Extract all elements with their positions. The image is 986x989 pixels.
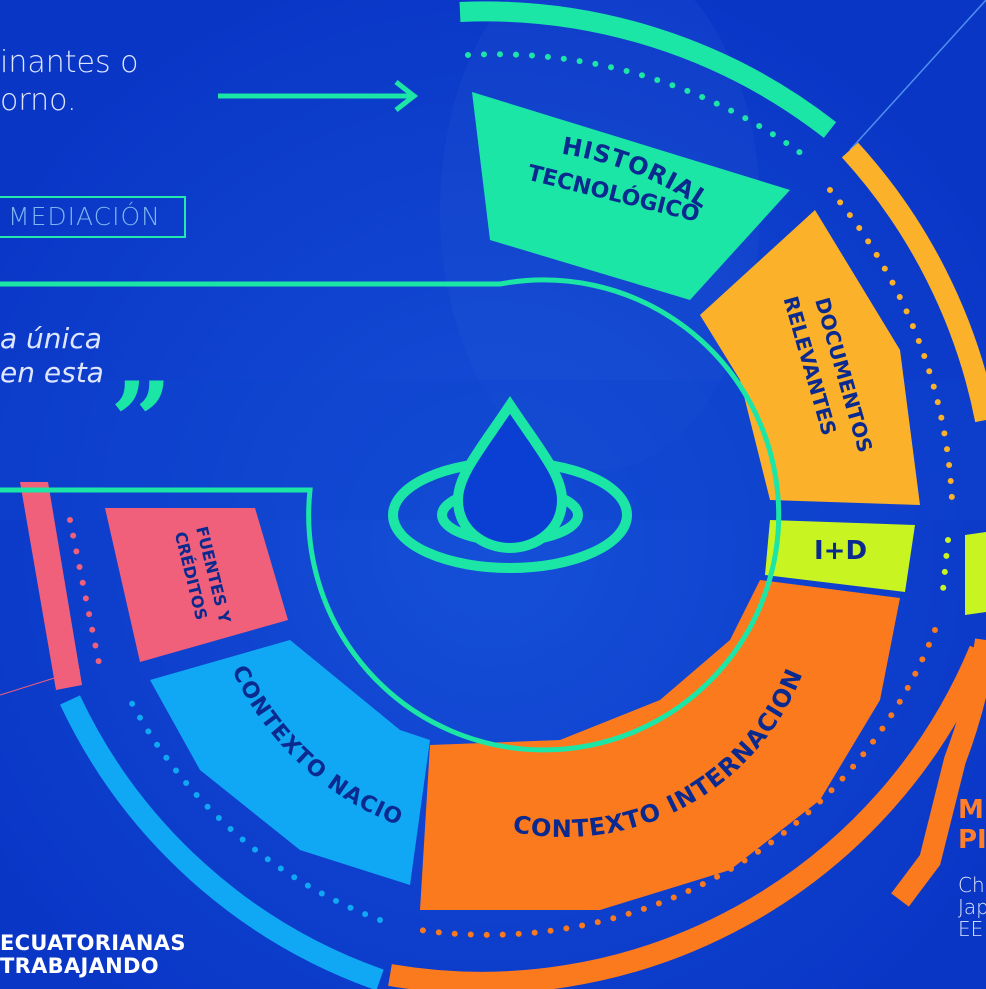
segment-fuentes[interactable]: [105, 508, 288, 662]
bottom-left-line-2: TRABAJANDO: [0, 954, 159, 978]
bottom-left-line-1: ECUATORIANAS: [0, 931, 186, 955]
close-quote-icon: ”: [110, 359, 172, 485]
segment-historial[interactable]: [472, 92, 790, 300]
dotted-ring-lime: [939, 537, 951, 603]
bottom-left-heading: ECUATORIANAS TRABAJANDO: [0, 932, 186, 978]
right-title-1: M: [958, 795, 984, 825]
label-id: I+D: [814, 536, 867, 566]
segment-documentos[interactable]: [700, 210, 920, 505]
water-drop-icon: [388, 395, 632, 573]
outer-arc-green: [459, 1, 837, 138]
mediacion-badge[interactable]: MEDIACIÓN: [0, 196, 186, 238]
quote-line-2: en esta: [0, 356, 104, 389]
segment-id[interactable]: [765, 520, 915, 592]
right-line-3: EE: [958, 917, 984, 941]
segment-internacional[interactable]: [420, 580, 900, 910]
quote-line-1: a única: [0, 322, 102, 355]
outer-arc-pink: [20, 482, 82, 690]
inner-frame: [0, 277, 782, 753]
right-panel-title: M PI: [958, 795, 986, 855]
dotted-ring-green: [465, 51, 813, 163]
dotted-ring-cyan: [122, 687, 383, 923]
right-title-2: PI: [958, 825, 986, 855]
right-panel-list: Ch Jap EE: [958, 874, 986, 940]
arrow-right-icon: [218, 80, 419, 112]
outer-arc-lime: [965, 532, 986, 615]
outer-arc-cyan: [60, 695, 384, 989]
right-line-2: Jap: [958, 895, 986, 919]
right-line-1: Ch: [958, 873, 985, 897]
intro-line-1: inantes o: [0, 45, 139, 80]
segment-nacional[interactable]: [150, 640, 430, 885]
deco-line: [849, 0, 986, 151]
dotted-ring-pink: [67, 517, 103, 671]
outer-arc-orange-bottom: [388, 645, 986, 989]
outer-arc-yellow: [841, 142, 986, 423]
intro-line-2: orno.: [0, 83, 77, 118]
